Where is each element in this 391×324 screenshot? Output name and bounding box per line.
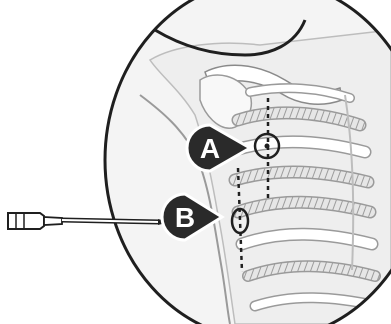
marker-b-label: B: [175, 202, 195, 233]
marker-a-label: A: [200, 133, 220, 164]
